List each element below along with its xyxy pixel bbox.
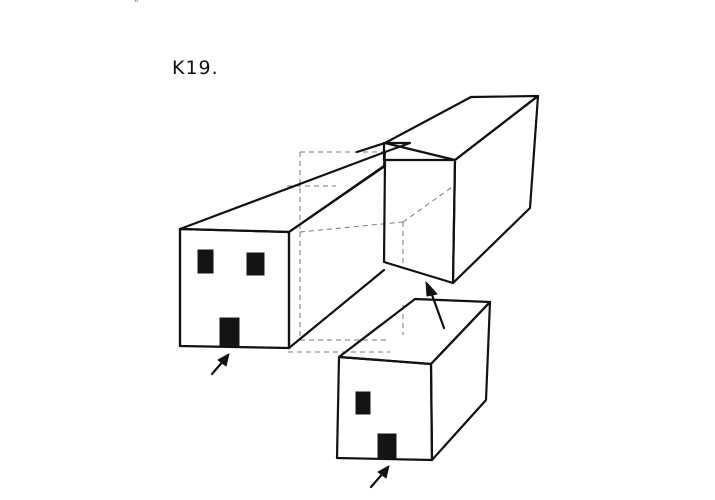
- block-window: [355, 391, 371, 415]
- door: [219, 317, 240, 347]
- window-left: [197, 249, 214, 274]
- entrance-arrow-icon: [369, 465, 390, 489]
- bar-roof: [383, 94, 540, 162]
- house-block: [178, 150, 387, 350]
- corner-mark: ⅱ: [134, 0, 139, 5]
- window-right: [246, 252, 265, 276]
- hidden-lines: [287, 151, 456, 353]
- block-roof: [337, 297, 492, 366]
- house-roof-edge: [287, 164, 387, 234]
- entrance-arrow-icon: [210, 353, 230, 376]
- block-side-face: [429, 300, 492, 462]
- displacement-arrow-icon: [425, 281, 446, 330]
- displaced-block: [335, 297, 492, 462]
- sheet-label: K19.: [172, 57, 219, 79]
- bar-side-face: [451, 94, 540, 285]
- block-door: [377, 433, 397, 460]
- house-roof: [178, 150, 387, 234]
- house-base-edge: [287, 268, 386, 350]
- long-bar: [355, 94, 540, 285]
- bar-end-face: [382, 158, 457, 285]
